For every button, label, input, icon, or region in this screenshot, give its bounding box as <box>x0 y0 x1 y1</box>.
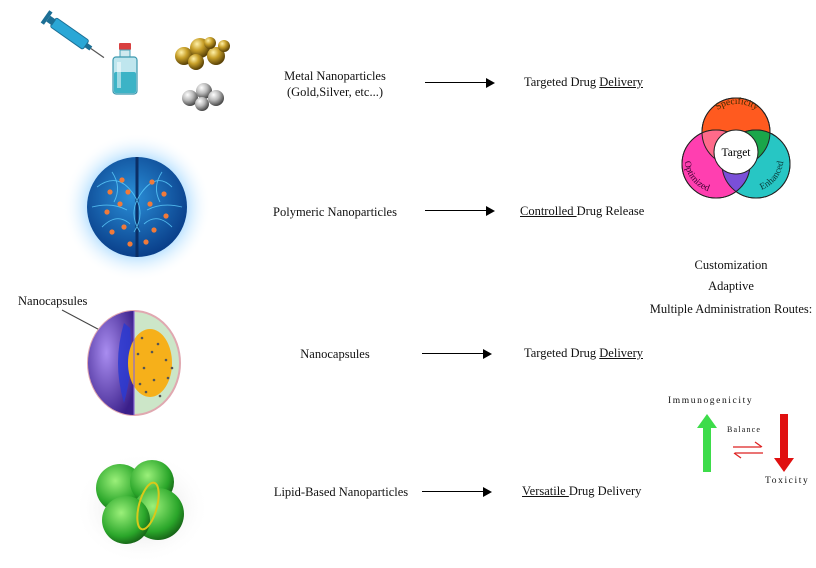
polymer-sphere-icon <box>63 133 211 281</box>
row-2-result-plain: Drug Release <box>576 204 645 218</box>
row-1-result-plain: Targeted Drug <box>524 75 600 89</box>
silver-spheres-icon <box>182 83 224 111</box>
row-3-result-plain: Targeted Drug <box>524 346 600 360</box>
venn-center-label: Target <box>722 147 752 159</box>
row-1-label-line-1: Metal Nanoparticles <box>284 69 386 83</box>
row-1-arrow <box>425 78 495 88</box>
row-4-result: Versatile Drug Delivery <box>522 484 641 499</box>
row-3-label-line-1: Nanocapsules <box>300 347 370 361</box>
row-2-arrow <box>425 206 495 216</box>
down-arrow-icon <box>774 414 794 472</box>
row-2-label: Polymeric Nanoparticles <box>258 204 412 220</box>
nanocapsule-callout-label: Nanocapsules <box>18 294 88 308</box>
balance-label: Balance <box>727 425 762 434</box>
row-3-result: Targeted Drug Delivery <box>524 346 643 361</box>
row-1-label: Metal Nanoparticles (Gold,Silver, etc...… <box>270 68 400 100</box>
row-2-result: Controlled Drug Release <box>520 204 644 219</box>
row-3-arrow <box>422 349 492 359</box>
row-1-result-underlined: Delivery <box>599 75 643 89</box>
row-2-label-line-1: Polymeric Nanoparticles <box>273 205 397 219</box>
lipid-particle-icon <box>74 452 210 564</box>
target-venn-diagram: Target Specificity Enhanced Optimized <box>681 96 791 199</box>
row-4-result-plain: Drug Delivery <box>568 484 642 498</box>
row-1-result: Targeted Drug Delivery <box>524 75 643 90</box>
toxicity-label: Toxicity <box>765 476 810 486</box>
up-arrow-icon <box>697 414 717 472</box>
row-4-label-line-1: Lipid-Based Nanoparticles <box>273 485 409 499</box>
row-4-label: Lipid-Based Nanoparticles <box>262 484 420 500</box>
vial-icon <box>112 43 138 95</box>
row-1-label-line-2: (Gold,Silver, etc...) <box>286 85 383 99</box>
row-3-result-underlined: Delivery <box>599 346 643 360</box>
equilibrium-arrows-icon <box>733 441 763 459</box>
immunogenicity-label: Immunogenicity <box>668 396 754 406</box>
feature-customization: Customization <box>694 258 768 272</box>
feature-administration-routes: Multiple Administration Routes: <box>649 302 813 316</box>
feature-adaptive: Adaptive <box>708 279 754 293</box>
nanocapsule-icon <box>87 310 181 416</box>
row-4-arrow <box>422 487 492 497</box>
venn-petal-specificity: Specificity <box>714 96 760 113</box>
row-4-result-underlined: Versatile <box>522 484 569 498</box>
gold-spheres-icon <box>175 37 230 70</box>
syringe-icon <box>40 10 105 59</box>
row-2-result-underlined: Controlled <box>520 204 577 218</box>
row-3-label: Nanocapsules <box>290 346 380 362</box>
